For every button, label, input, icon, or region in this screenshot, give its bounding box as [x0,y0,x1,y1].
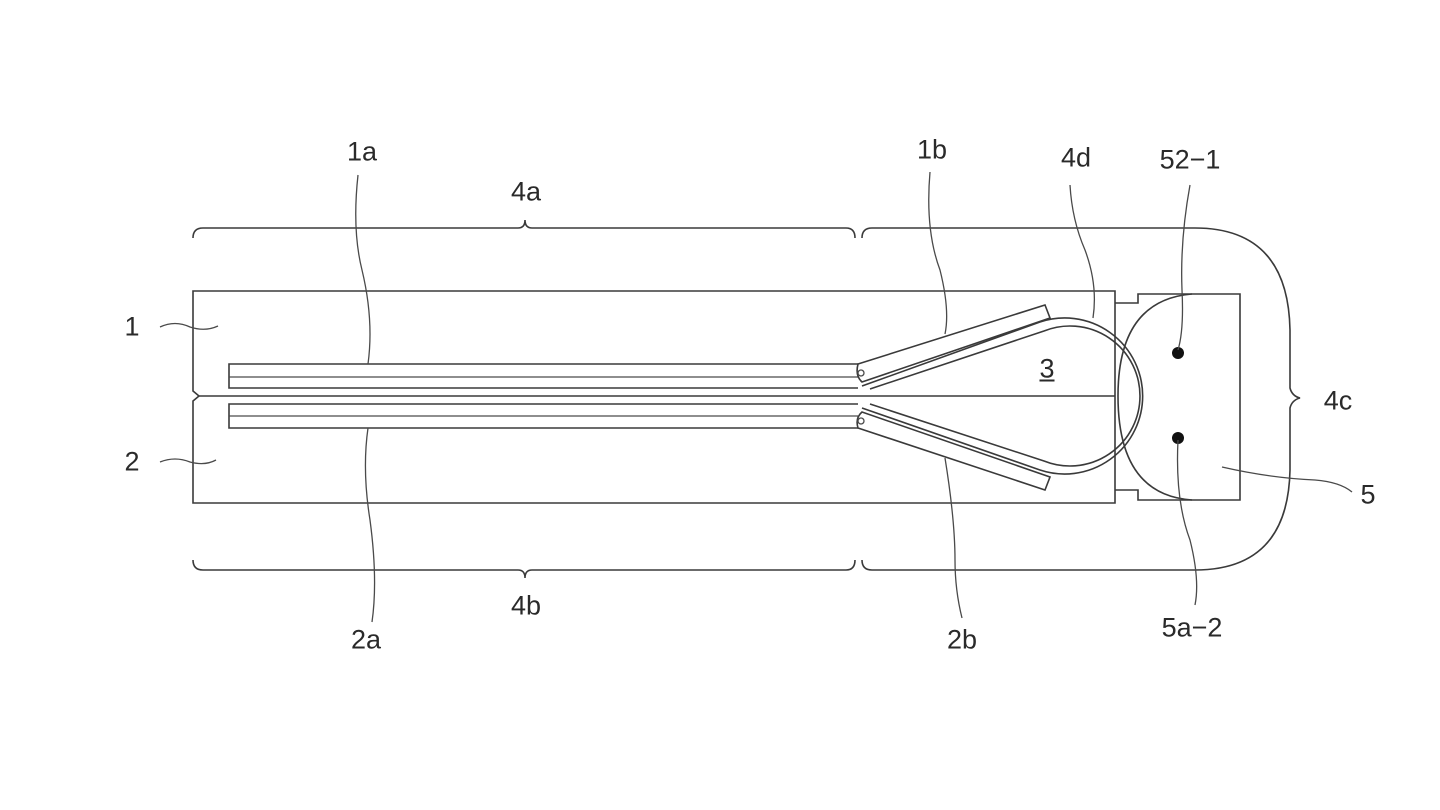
leader-1a [355,174,371,365]
leader-2 [159,458,217,465]
point-52-1 [1172,347,1184,359]
leader-2a [364,427,376,623]
loop-4d-outer [861,317,1144,475]
lobe-5 [1117,293,1193,501]
label-2b: 2b [946,624,978,655]
label-4a: 4a [510,176,542,207]
loop-4d-inner [869,325,1141,467]
label-52-1: 52−1 [1159,144,1221,175]
brace-4b [192,559,856,579]
leader-5a-2 [1176,439,1198,606]
label-5: 5 [1360,479,1376,510]
hinge-lower [857,417,865,425]
leader-5 [1221,466,1353,493]
body-outline [192,290,1116,504]
label-4d: 4d [1060,142,1092,173]
leader-1 [159,322,219,330]
leader-2b [944,457,963,619]
brace-4a [192,219,856,239]
hinge-upper [857,369,865,377]
label-1: 1 [124,311,140,342]
label-1b: 1b [916,134,948,165]
label-1a: 1a [346,136,378,167]
leader-4d [1069,184,1095,319]
leader-52-1 [1177,184,1191,351]
strip-1b [856,304,1052,383]
label-3: 3 [1039,353,1055,384]
label-4c: 4c [1323,385,1353,416]
strip-1a [228,363,858,389]
strip-2b [856,411,1052,491]
label-2a: 2a [350,624,382,655]
label-2: 2 [124,446,140,477]
box-5 [1115,293,1241,501]
leader-1b [928,171,948,335]
point-5a-2 [1172,432,1184,444]
label-5a-2: 5a−2 [1161,612,1223,643]
label-4b: 4b [510,590,542,621]
brace-4c [861,227,1301,571]
